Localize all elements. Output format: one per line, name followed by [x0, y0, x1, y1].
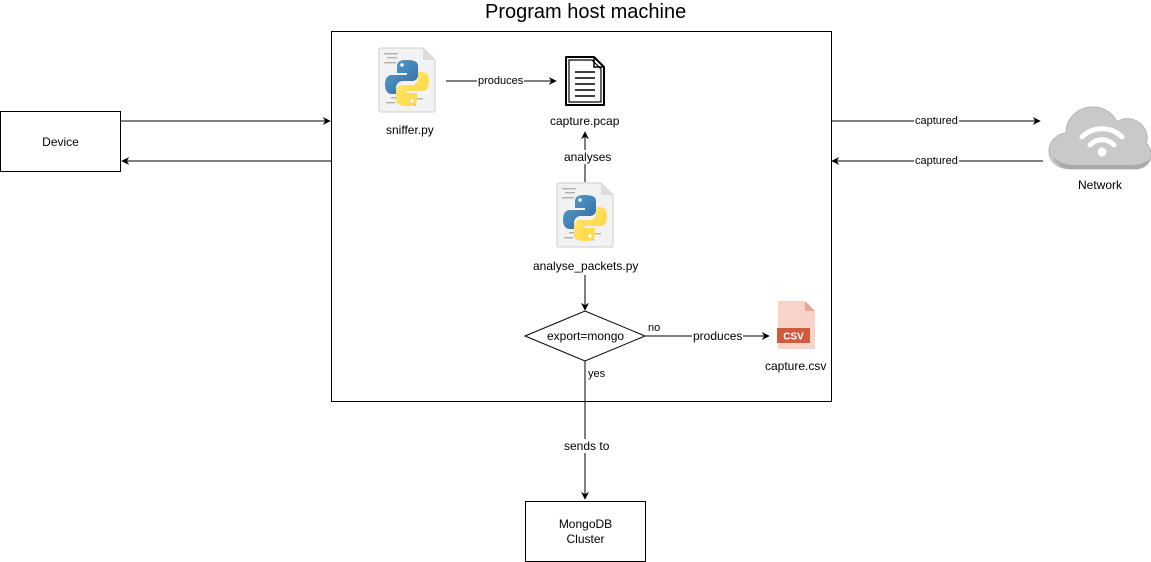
edge-label-captured-out: captured [914, 115, 959, 127]
analyse-label: analyse_packets.py [533, 259, 639, 273]
decision-label: export=mongo [547, 329, 625, 343]
host-machine-title: Program host machine [485, 1, 687, 23]
sniffer-label: sniffer.py [386, 123, 434, 137]
edge-label-analyses: analyses [563, 150, 613, 164]
network-label: Network [1078, 178, 1123, 192]
decision-diamond [523, 310, 647, 362]
edge-label-produces-pcap: produces [477, 75, 525, 87]
pcap-document-icon [565, 56, 605, 106]
mongodb-label-line2: Cluster [566, 531, 605, 546]
edge-label-captured-in: captured [914, 155, 959, 167]
edge-label-produces-csv: produces [692, 329, 744, 343]
csv-badge-text: CSV [783, 332, 804, 343]
mongodb-cluster-node: MongoDB Cluster [525, 501, 646, 562]
edge-label-sends-to: sends to [563, 439, 611, 453]
edge-label-yes: yes [587, 368, 607, 380]
mongodb-label-line1: MongoDB [558, 516, 613, 531]
network-cloud-icon [1048, 106, 1151, 170]
analyse-python-file-icon [556, 182, 614, 248]
pcap-label: capture.pcap [550, 114, 620, 128]
csv-label: capture.csv [765, 359, 827, 373]
edge-label-no: no [647, 322, 662, 334]
csv-file-icon: CSV [777, 301, 815, 349]
sniffer-python-file-icon [378, 47, 436, 113]
device-node: Device [0, 111, 121, 172]
device-label: Device [42, 134, 79, 149]
